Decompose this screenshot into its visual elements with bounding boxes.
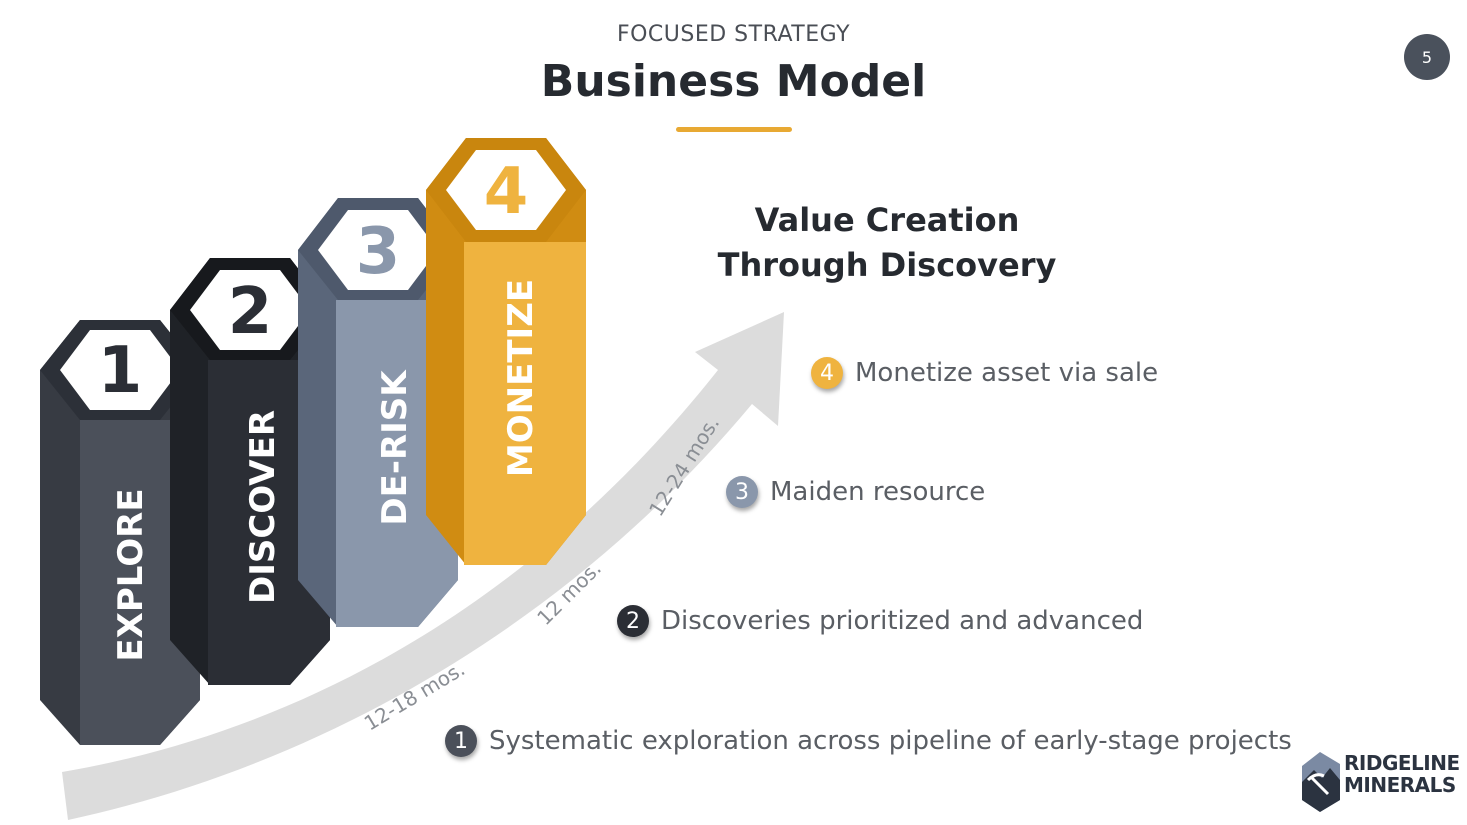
stage-1-hexagon (60, 330, 180, 410)
logo-line-2: MINERALS (1344, 773, 1456, 797)
page-number-badge: 5 (1404, 34, 1450, 80)
milestone-1-number: 1 (445, 725, 477, 757)
milestone-item-4: 4 Monetize asset via sale (811, 357, 1158, 389)
stage-4-number: 4 (484, 155, 529, 229)
value-heading-line-1: Value Creation (754, 201, 1020, 239)
stage-3-label: DE-RISK (375, 369, 415, 526)
value-heading-line-2: Through Discovery (717, 246, 1057, 284)
stage-2-hexagon (190, 270, 310, 350)
title-underline (676, 127, 792, 132)
milestone-item-1: 1 Systematic exploration across pipeline… (445, 725, 1292, 757)
logo-line-1: RIDGELINE (1344, 751, 1460, 775)
milestone-2-text: Discoveries prioritized and advanced (661, 606, 1144, 636)
milestone-4-text: Monetize asset via sale (855, 358, 1159, 388)
stage-2-number: 2 (228, 275, 273, 349)
stage-2-label: DISCOVER (243, 410, 283, 604)
milestone-3-text: Maiden resource (770, 477, 986, 507)
slide-title: Business Model (540, 56, 927, 107)
milestone-4-number: 4 (811, 357, 843, 389)
mountain-pickaxe-icon (1302, 752, 1340, 812)
milestone-item-3: 3 Maiden resource (726, 476, 985, 508)
stage-1-number: 1 (98, 334, 143, 408)
stage-1-label: EXPLORE (111, 488, 151, 661)
milestone-3-number: 3 (726, 476, 758, 508)
slide-subtitle: FOCUSED STRATEGY (616, 22, 851, 47)
stage-4-label: MONETIZE (501, 279, 541, 477)
stage-monetize-column: 4 MONETIZE (426, 138, 586, 565)
stage-3-hexagon (318, 210, 438, 290)
value-creation-heading: Value Creation Through Discovery (697, 198, 1077, 288)
milestone-2-number: 2 (617, 605, 649, 637)
company-logo: RIDGELINE MINERALS (1298, 748, 1460, 814)
stage-discover-column: 2 DISCOVER (170, 258, 330, 685)
milestone-item-2: 2 Discoveries prioritized and advanced (617, 605, 1143, 637)
growth-arrow (62, 312, 784, 820)
milestone-1-text: Systematic exploration across pipeline o… (489, 726, 1292, 756)
stage-3-number: 3 (356, 215, 401, 289)
logo-wordmark: RIDGELINE MINERALS (1344, 752, 1460, 796)
stage-4-hexagon (446, 150, 566, 230)
